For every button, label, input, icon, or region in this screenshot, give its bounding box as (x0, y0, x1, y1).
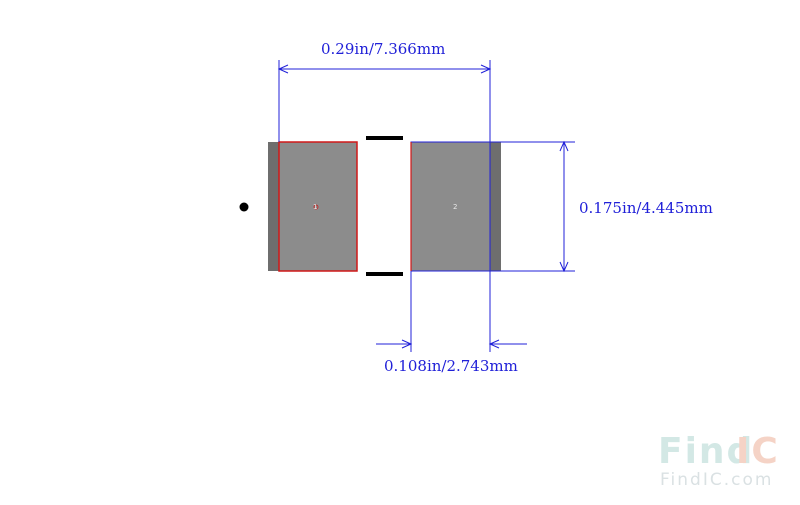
pad-1-origin-mark (313, 204, 319, 210)
silkscreen-top (366, 136, 403, 140)
body-right-edge (490, 142, 501, 271)
pad-width-label: 0.108in/2.743mm (384, 357, 518, 375)
watermark-url: FindIC.com (660, 470, 773, 490)
watermark-logo-ic: IC (736, 431, 780, 472)
watermark-logo-find: Find (658, 431, 754, 472)
height-label: 0.175in/4.445mm (579, 199, 713, 217)
pad-2 (410, 141, 491, 272)
overall-width-label: 0.29in/7.366mm (321, 40, 445, 58)
pad-1-label: 1 (313, 203, 317, 211)
overall-width-dimension (277, 60, 492, 270)
silkscreen-bottom (366, 272, 403, 276)
body-left-edge (268, 142, 279, 271)
findic-watermark: Find IC FindIC.com (658, 431, 780, 490)
pin1-marker (239, 202, 249, 212)
height-dimension (490, 140, 575, 273)
pad-2-label: 2 (453, 203, 457, 211)
pad-width-dimension (376, 271, 527, 352)
